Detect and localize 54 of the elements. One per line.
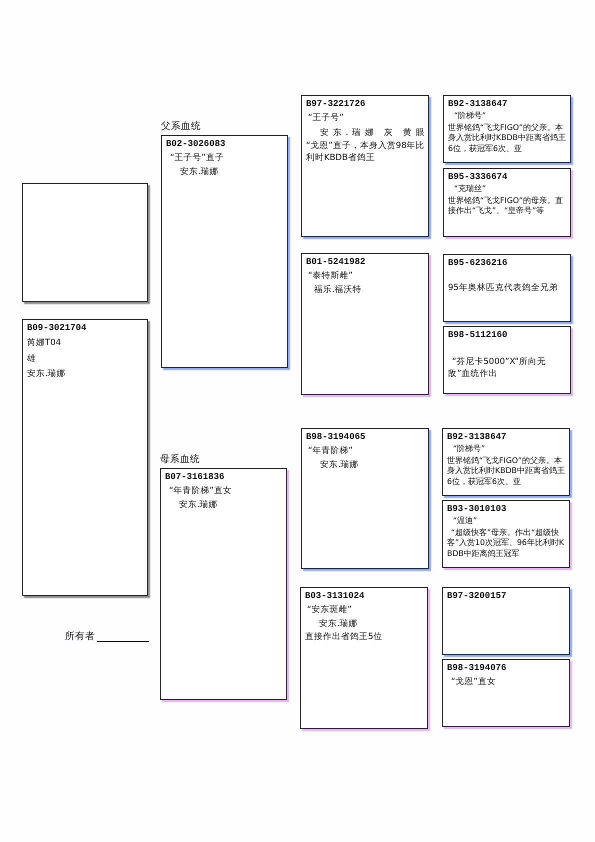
- breeder-name: 福乐.福沃特: [313, 284, 363, 296]
- ring-number: B02-3026083: [166, 139, 226, 150]
- ring-number: B01-5241982: [306, 257, 366, 268]
- pedigree-card: [300, 587, 428, 729]
- pedigree-card: [443, 168, 571, 237]
- sex-text: 雄: [27, 354, 37, 365]
- pigeon-name: “王子号”: [307, 113, 345, 124]
- note-text: “戈恩”直子，本身入赏98年比利时KBDB省鸽王: [306, 141, 425, 164]
- pedigree-card: [301, 253, 429, 395]
- ring-number: B03-3131024: [305, 591, 366, 602]
- ring-number: B95-6236216: [448, 258, 508, 269]
- ring-number: B09-3021704: [27, 323, 88, 334]
- ring-number: B98-3194076: [447, 663, 508, 674]
- note-text: “芬尼卡5000”X“所向无敌”血统作出: [448, 357, 548, 380]
- pigeon-name: “年青阶梯”: [307, 446, 354, 458]
- ring-number: B92-3138647: [448, 99, 508, 110]
- parentage-note: “戈恩”直女: [450, 677, 497, 688]
- pedigree-card: [443, 326, 571, 394]
- pedigree-card: [161, 135, 288, 368]
- breeder-name: 安东.瑞娜: [178, 500, 219, 511]
- section-heading: 父系血统: [161, 121, 201, 133]
- ring-number: B07-3161836: [165, 472, 226, 483]
- pedigree-card: [22, 319, 148, 596]
- pigeon-name: “泰特斯雌”: [307, 271, 354, 282]
- note-text: 直接作出省鸽王5位: [305, 632, 384, 644]
- pigeon-name: 芮娜T04: [27, 338, 62, 350]
- pedigree-card: [442, 659, 570, 727]
- pedigree-card: [301, 95, 429, 237]
- breeder-name: 安东.瑞娜: [27, 369, 67, 380]
- empty-box: [22, 183, 148, 302]
- ring-number: B95-3336674: [448, 172, 508, 183]
- parentage-note: “年青阶梯”直女: [168, 486, 233, 498]
- pedigree-card: [443, 95, 571, 163]
- pedigree-card: [442, 587, 570, 655]
- breeder-details: 安东.瑞娜 灰 黄眼: [319, 128, 425, 139]
- ring-number: B93-3010103: [447, 504, 508, 515]
- pigeon-name: “安东斑雌”: [306, 605, 353, 616]
- ring-number: B98-5112160: [448, 330, 508, 341]
- pedigree-card: [301, 428, 429, 569]
- ring-number: B97-3221726: [306, 99, 366, 110]
- ring-number: B97-3200157: [447, 591, 508, 602]
- pedigree-card: [442, 500, 570, 568]
- pedigree-card: [443, 254, 571, 322]
- ring-number: B92-3138647: [447, 432, 508, 443]
- section-heading: 母系血统: [160, 454, 200, 466]
- breeder-name: 安东.瑞娜: [179, 166, 220, 178]
- breeder-name: 安东.瑞娜: [319, 460, 360, 471]
- pedigree-card: [442, 428, 570, 496]
- pedigree-card: [160, 468, 287, 700]
- ring-number: B98-3194065: [306, 432, 366, 443]
- parentage-note: “王子号”直子: [169, 153, 225, 164]
- note-text: 95年奥林匹克代表鸽全兄弟: [448, 283, 559, 294]
- breeder-name: 安东.瑞娜: [318, 618, 359, 630]
- field-label: 所有者: [65, 631, 95, 643]
